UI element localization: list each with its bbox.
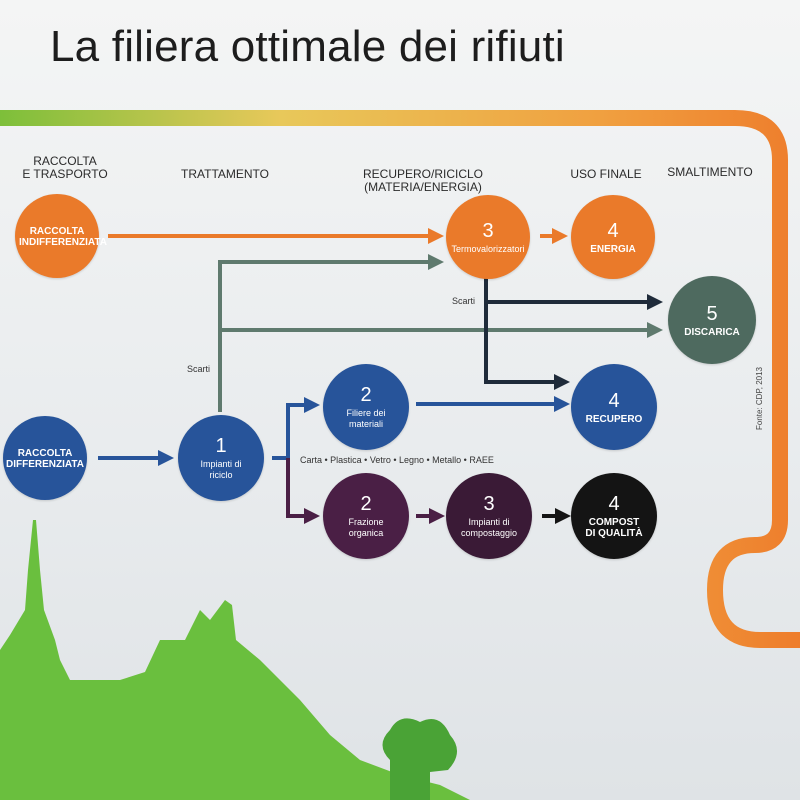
arrow-impianti-filiere [272,405,312,458]
column-recupero: RECUPERO/RICICLO (MATERIA/ENERGIA) [312,168,534,194]
column-smaltimento: SMALTIMENTO [660,166,760,179]
node-termovalorizzatori: 3 Termovalorizzatori [446,195,530,279]
arrow-termo-recupero [486,300,562,382]
node-raccolta-differenziata: RACCOLTA DIFFERENZIATA [3,416,87,500]
tree-icon [383,718,458,800]
source-note: Fonte: CDP, 2013 [755,367,764,430]
node-frazione-organica: 2 Frazione organica [323,473,409,559]
node-raccolta-indifferenziata: RACCOLTA INDIFFERENZIATA [15,194,99,278]
arrow-termo-discarica [486,276,655,302]
node-energia: 4 ENERGIA [571,195,655,279]
decorative-ribbon [0,118,800,640]
node-compost-qualita: 4 COMPOST DI QUALITÀ [571,473,657,559]
node-discarica: 5 DISCARICA [668,276,756,364]
column-uso-finale: USO FINALE [566,168,646,181]
label-scarti-impianti: Scarti [187,364,210,374]
node-impianti-riciclo: 1 Impianti di riciclo [178,415,264,501]
arrow-impianti-frazione [288,458,312,516]
label-scarti-termo: Scarti [452,296,475,306]
column-raccolta: RACCOLTA E TRASPORTO [20,155,110,181]
column-trattamento: TRATTAMENTO [170,168,280,181]
materials-list: Carta • Plastica • Vetro • Legno • Metal… [300,455,494,465]
node-recupero: 4 RECUPERO [571,364,657,450]
node-impianti-compostaggio: 3 Impianti di compostaggio [446,473,532,559]
node-filiere-materiali: 2 Filiere dei materiali [323,364,409,450]
